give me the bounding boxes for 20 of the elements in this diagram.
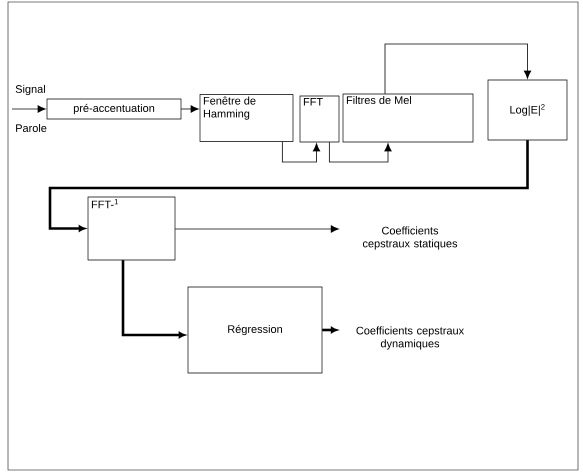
input-label: Signal bbox=[16, 84, 45, 96]
arrow bbox=[12, 105, 46, 113]
arrow bbox=[384, 44, 532, 94]
process-box: FFT bbox=[300, 96, 340, 142]
arrow bbox=[174, 225, 339, 233]
arrow bbox=[322, 326, 338, 334]
process-box: FFT-$^{1}$ bbox=[88, 196, 176, 260]
arrow bbox=[122, 260, 186, 338]
input-label: Parole bbox=[16, 124, 46, 132]
output-label: Coefficients cepstraux statiques bbox=[362, 226, 458, 250]
output-label: Coefficients cepstraux dynamiques bbox=[356, 326, 464, 350]
arrow bbox=[180, 105, 199, 113]
arrow bbox=[328, 142, 392, 162]
arrow bbox=[48, 140, 529, 232]
arrow bbox=[282, 141, 320, 162]
process-box: pré-accentuation bbox=[46, 98, 182, 120]
process-box: Régression bbox=[188, 286, 322, 374]
process-box: Filtres de Mel bbox=[342, 94, 474, 142]
process-box: Log|E|$^{2}$ bbox=[488, 80, 568, 140]
process-box: Fenêtre de Hamming bbox=[200, 94, 294, 142]
